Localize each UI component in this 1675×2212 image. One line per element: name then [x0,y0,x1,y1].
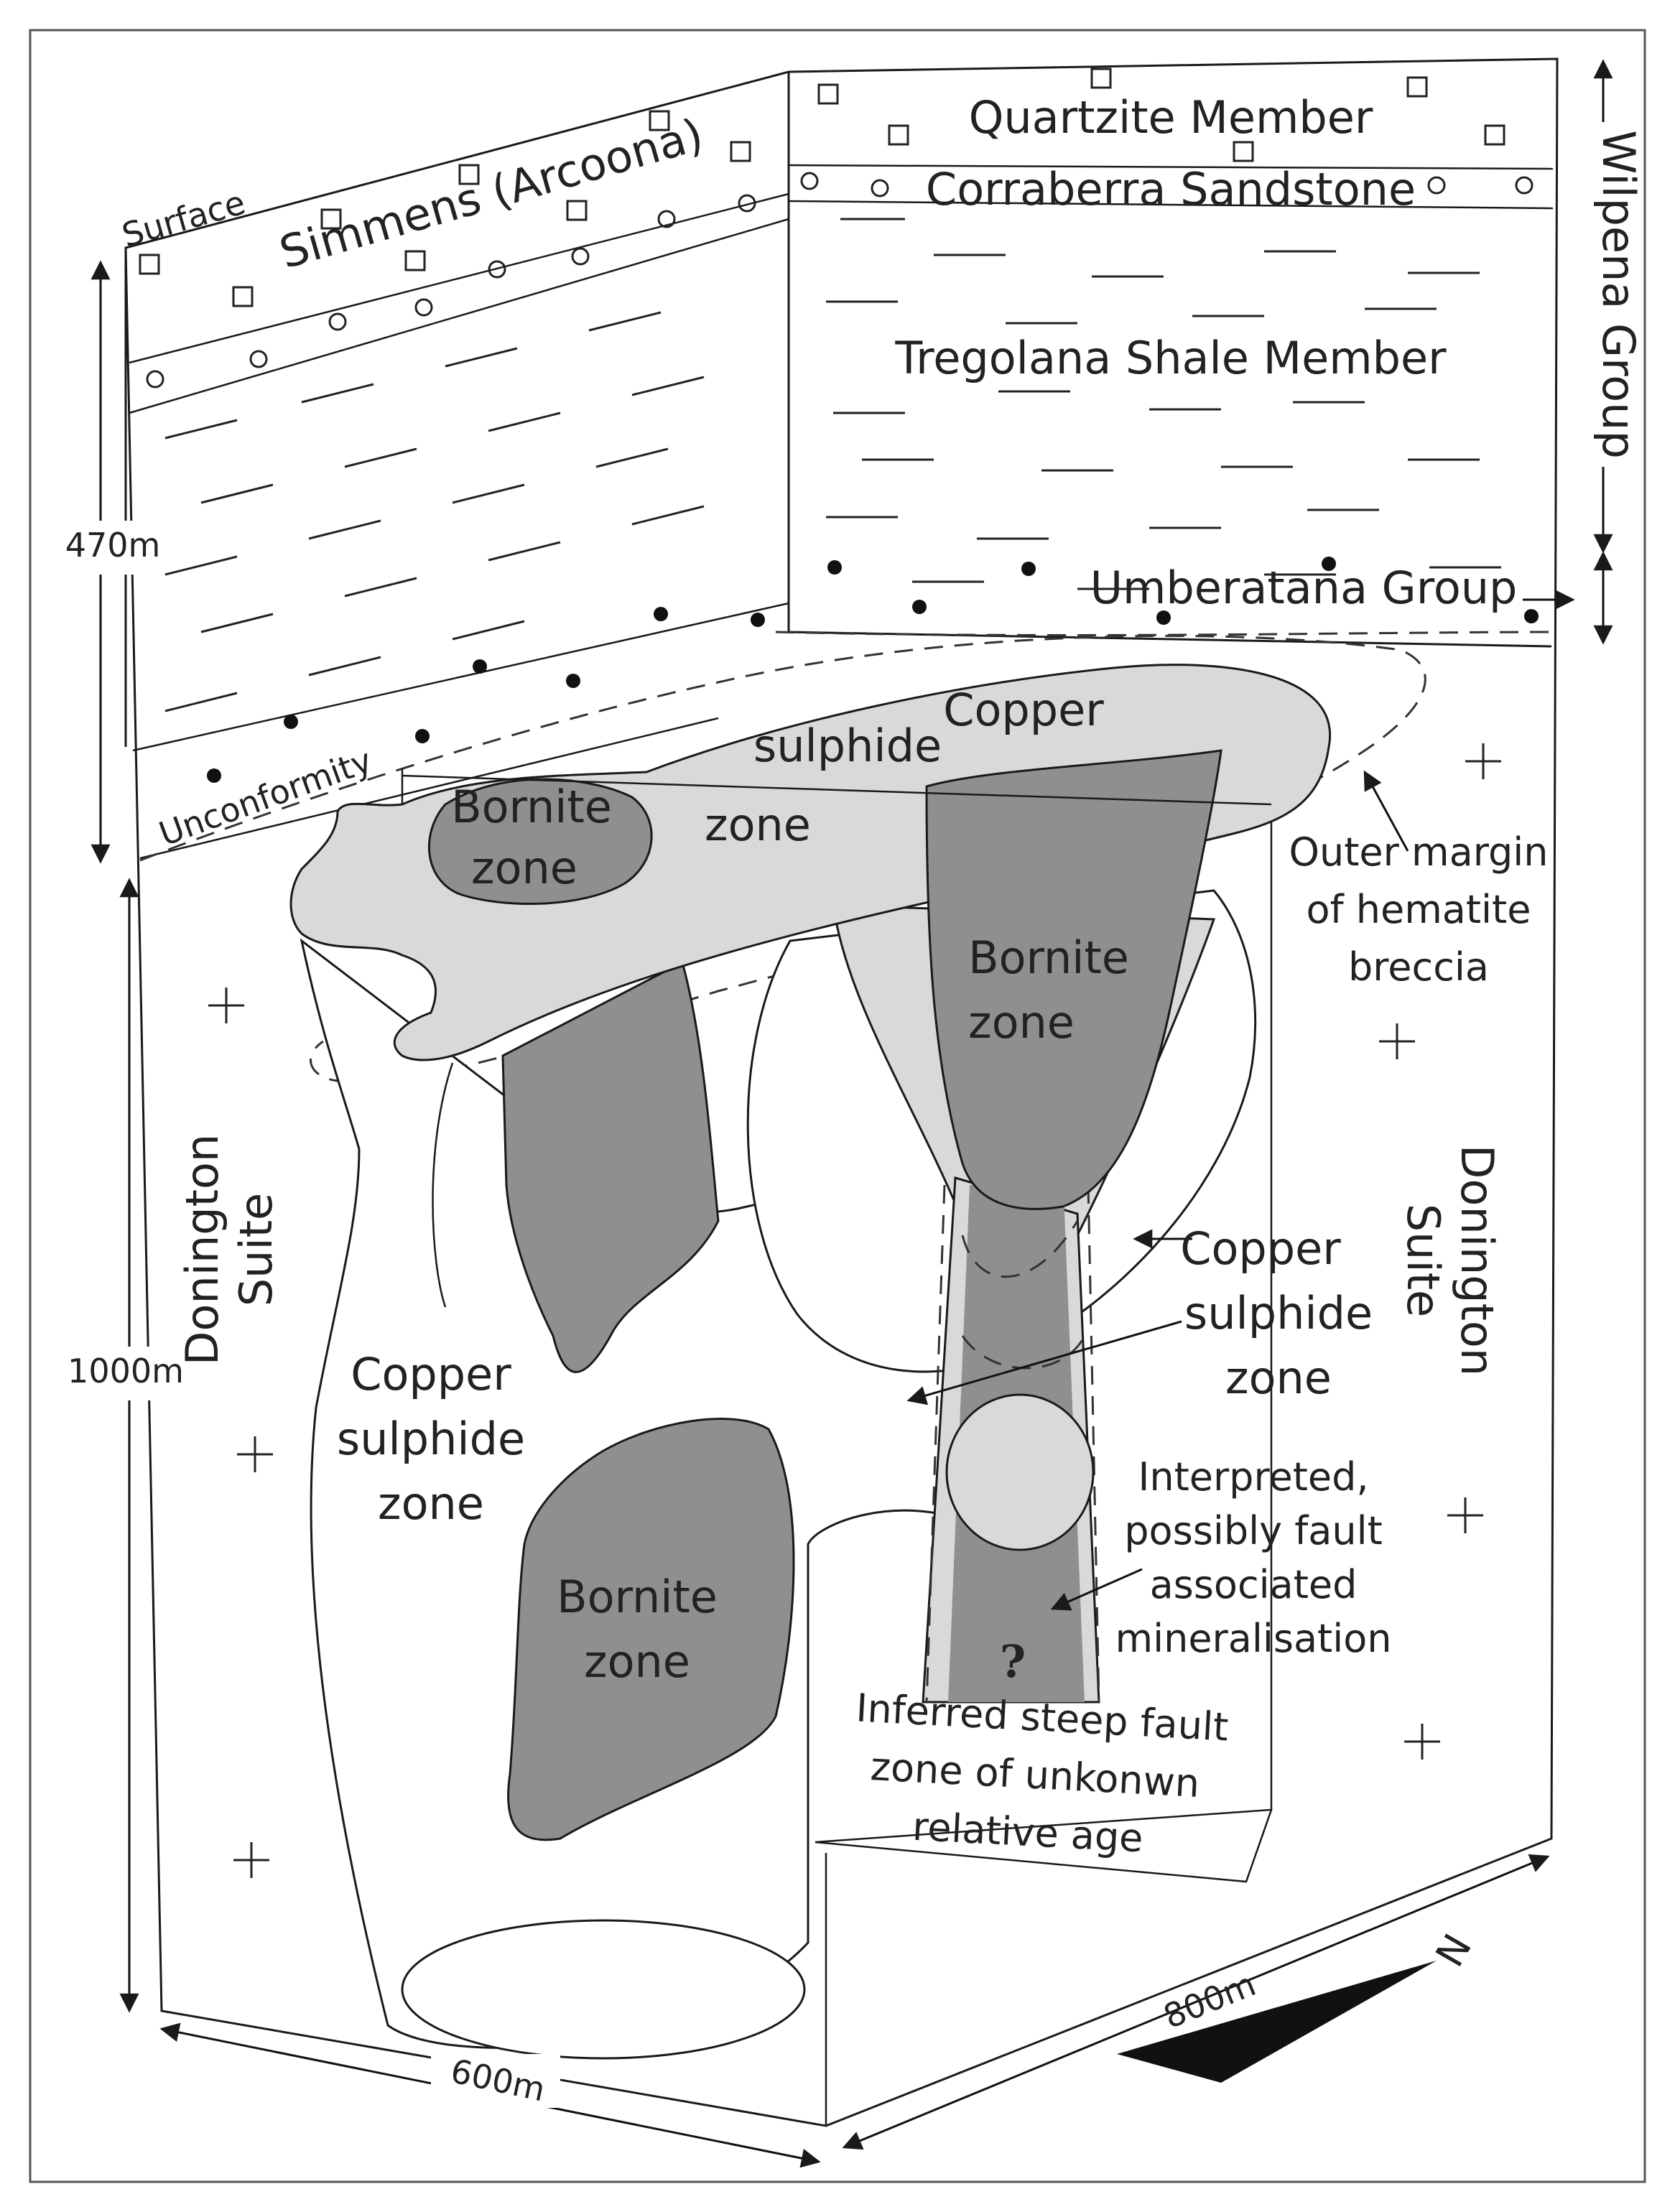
cu-right-label-2: sulphide [1184,1287,1373,1339]
bornite-right-label-2: zone [968,996,1075,1049]
cu-left-label-1: Copper [351,1348,511,1400]
fault-label-1: Inferred steep fault [855,1685,1230,1749]
cu-right-label-3: zone [1225,1352,1332,1404]
top-copper-label: Copper [943,684,1104,736]
outer-margin-label-2: of hematite [1307,887,1531,932]
top-zone-label: zone [705,799,811,851]
donington-right-label-2: Suite [1397,1204,1449,1317]
outer-margin-label-1: Outer margin [1289,830,1549,875]
lower-bornite-zone [507,1418,795,1841]
right-bornite-zone [925,749,1222,1210]
top-zone-section-line [402,774,1272,806]
interpreted-label-4: mineralisation [1115,1616,1391,1661]
hanging-bornite-tongue [501,960,720,1373]
interpreted-label-1: Interpreted, [1138,1454,1368,1500]
cu-right-label-1: Copper [1180,1222,1341,1275]
fault-ellipse-dash-lower [961,1335,1086,1370]
donington-left-label-2: Suite [230,1193,282,1306]
simmens-label: Simmens (Arcoona) [274,108,709,279]
fault-ellipse-dash-upper [961,1220,1079,1278]
bornite-low-label-1: Bornite [557,1571,718,1623]
bornite-top-label-1: Bornite [451,781,612,833]
label-bg-600 [431,2054,560,2108]
top-copper-sulphide-zone [289,664,1332,1061]
surface-label: Surface [118,183,249,255]
body-inner-edge [432,1062,454,1308]
unconformity-dashed-line [775,631,1552,636]
body-base-ellipse [401,1919,806,2060]
granite-crosses [208,743,1501,1878]
fault-zone-ellipse [945,1393,1095,1551]
cu-left-label-3: zone [378,1477,484,1530]
bornite-low-label-2: zone [584,1635,690,1688]
cu-left-label-2: sulphide [337,1413,525,1465]
figure-frame [29,29,1646,2183]
north-label: N [1427,1927,1481,1974]
label-bg-wilpena [1577,122,1630,467]
fault-label-3: relative age [911,1804,1144,1862]
donington-left-label-1: Donington [176,1134,228,1365]
interpreted-label-2: possibly fault [1124,1508,1383,1553]
north-arrow [1117,1961,1437,2083]
outer-margin-label-3: breccia [1348,944,1489,990]
annotation-arrows [906,590,1575,1611]
umberatana-group-label: Umberatana Group [1090,562,1518,614]
left-face-strata [129,110,789,860]
corraberra-sandstone-label: Corraberra Sandstone [926,163,1416,215]
wilpena-group-label: Wilpena Group [1592,130,1645,459]
bornite-right-label-1: Bornite [968,931,1129,984]
donington-right-label-1: Donington [1451,1145,1503,1376]
depth-1000-label: 1000m [68,1352,184,1390]
fault-zone-dashed-walls [925,1184,1100,1703]
label-bg-470 [66,521,159,575]
interpreted-label-3: associated [1150,1562,1358,1607]
tregolana-shale-label: Tregolana Shale Member [894,332,1447,384]
depth-470-label: 470m [65,526,161,564]
fault-question-mark: ? [1000,1635,1026,1688]
bornite-top-label-2: zone [471,842,577,894]
top-sulphide-label: sulphide [753,720,942,772]
label-bg-1000 [66,1347,185,1400]
right-face-strata [788,68,1554,625]
quartzite-member-label: Quartzite Member [969,91,1373,144]
fault-label-2: zone of unkonwn [869,1744,1200,1806]
